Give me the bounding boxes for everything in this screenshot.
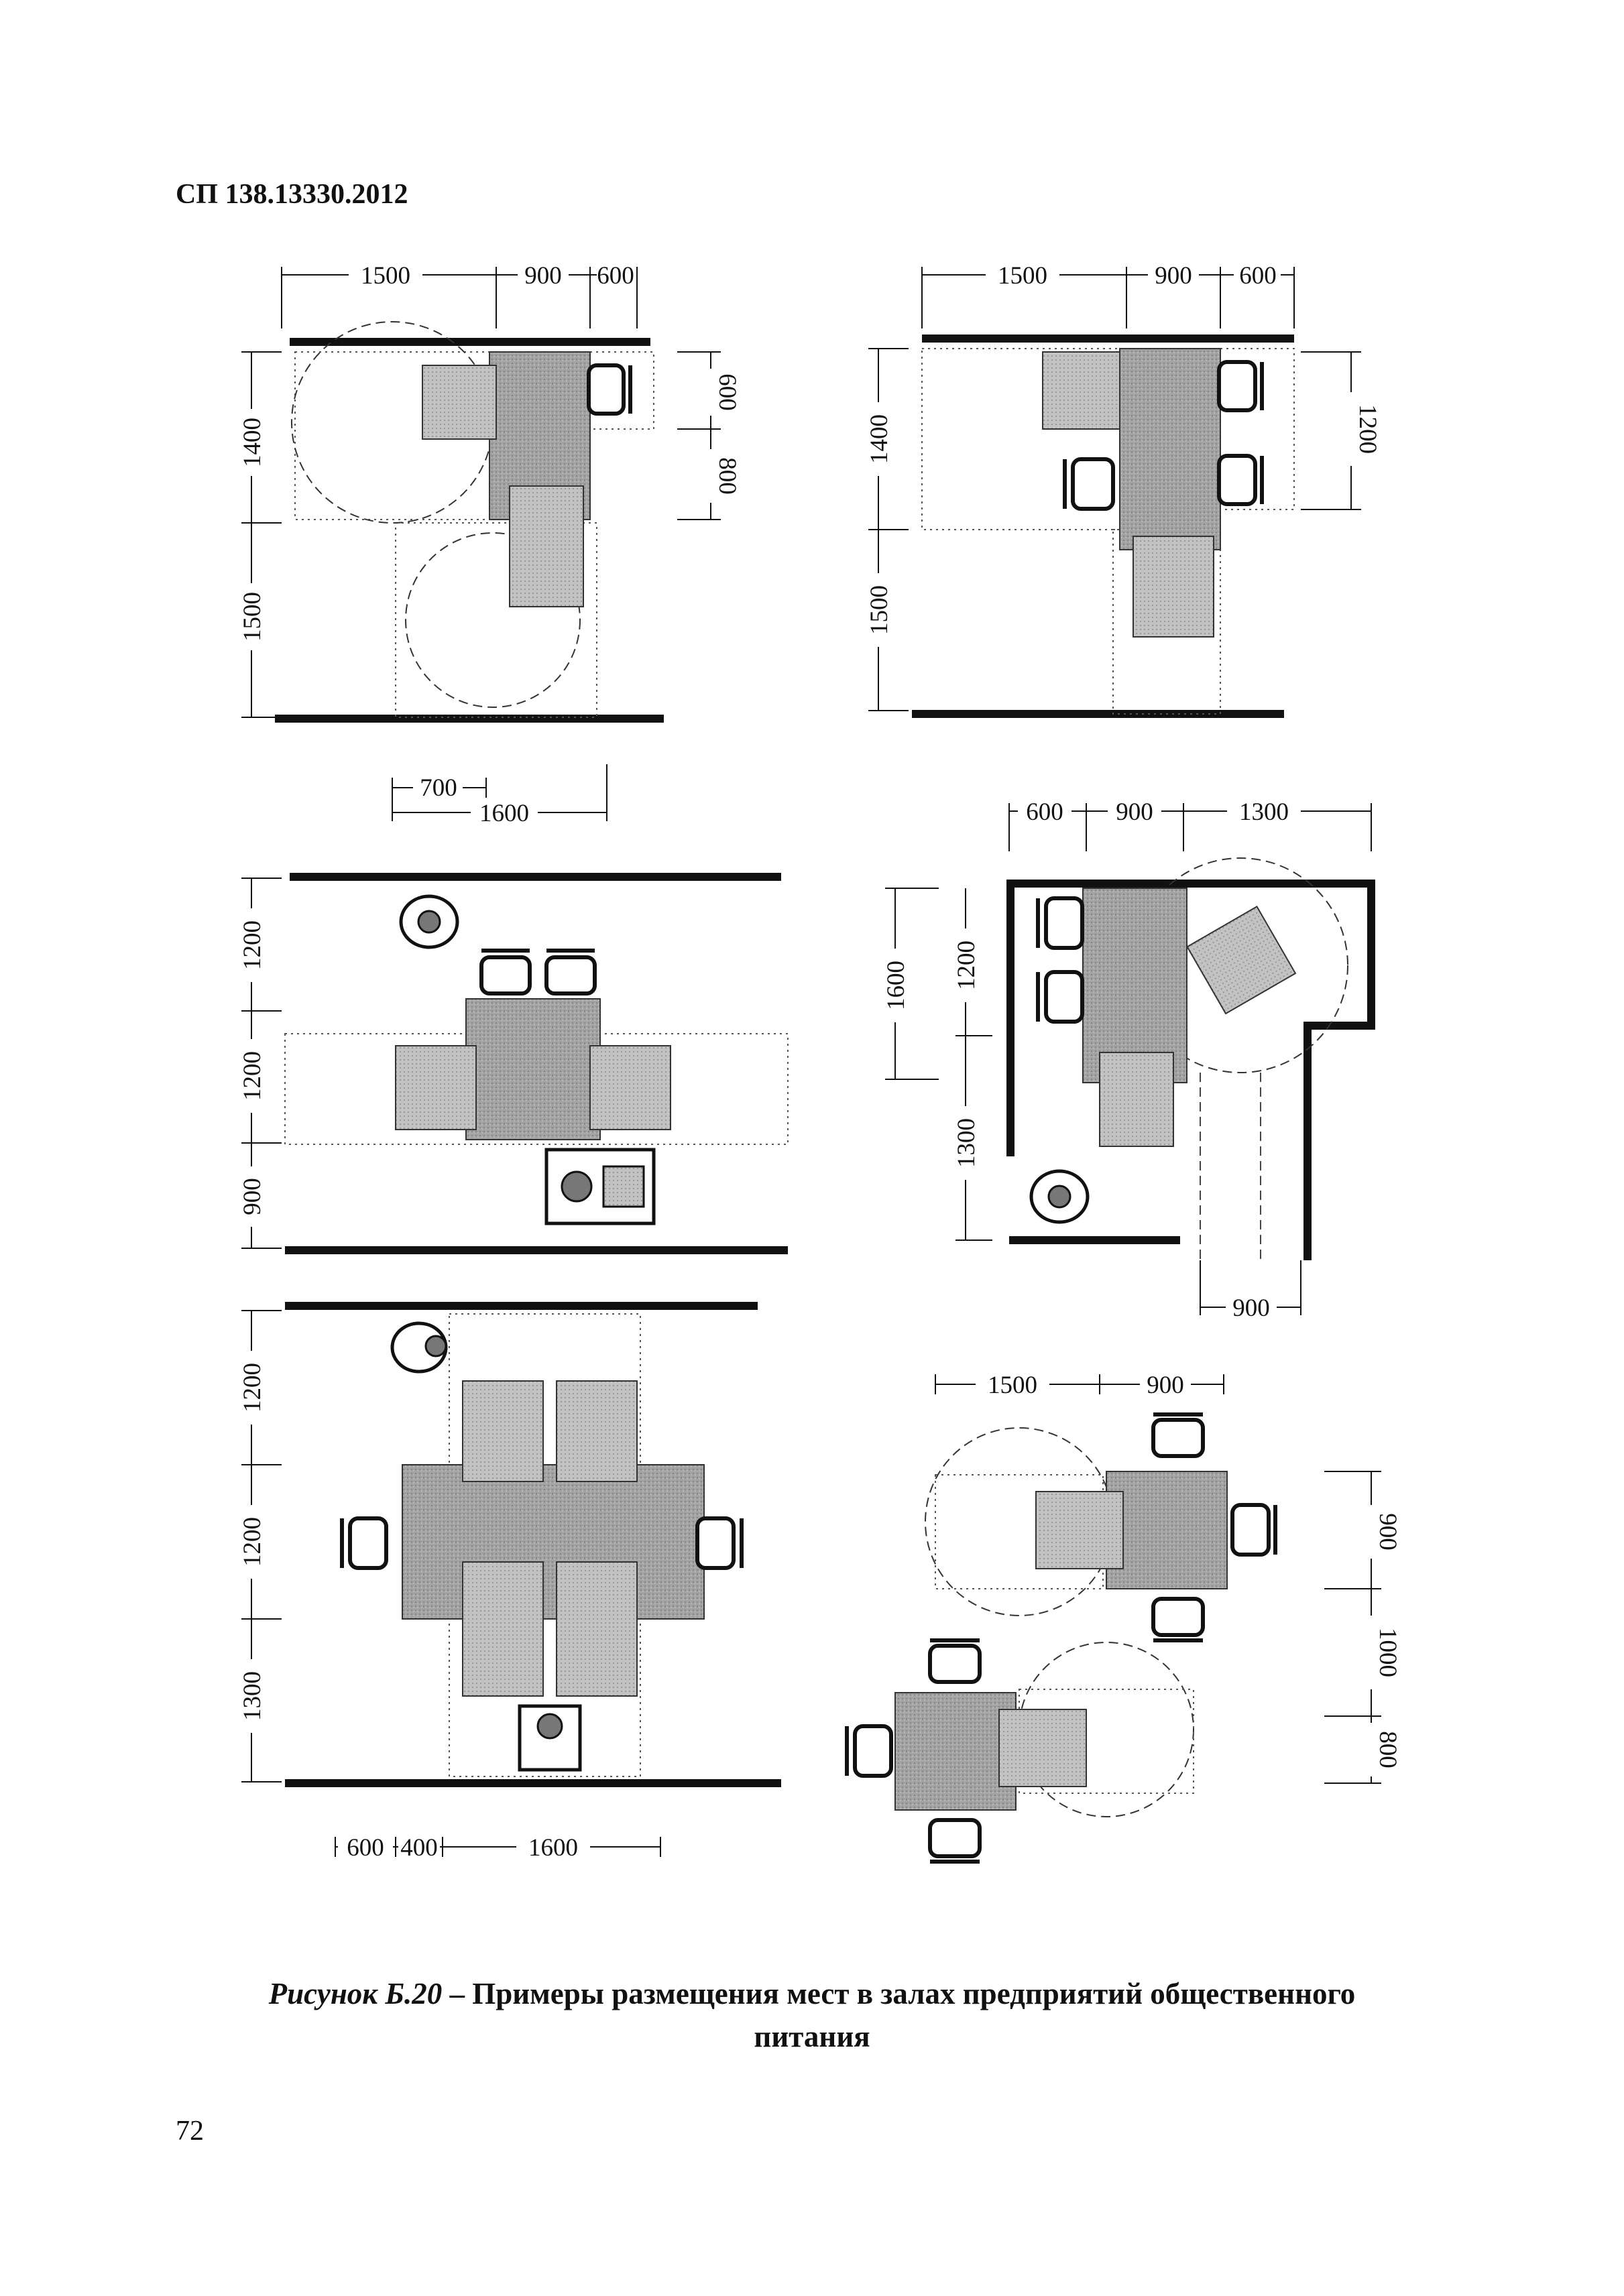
table: [402, 1464, 705, 1620]
person-icon: [1029, 1169, 1090, 1224]
dim-p4-top-900: 900: [1116, 798, 1153, 826]
chair: [1044, 970, 1084, 1024]
panel-3-layout: 1200 1200 900: [238, 873, 789, 1254]
dim-p1-bottom-1600: 1600: [479, 800, 529, 827]
chair: [1151, 1418, 1205, 1458]
dim-p6-top-900: 900: [1147, 1372, 1184, 1399]
dim-p1-top-900: 900: [524, 262, 562, 290]
dim-p2-left-1400: 1400: [866, 414, 893, 464]
panel-4-layout: 600 900 1300 1600 1200 1300 900: [882, 796, 1375, 1322]
chair: [544, 955, 597, 995]
dim-p6-right-900: 900: [1374, 1513, 1401, 1551]
dim-p1-left-1400: 1400: [239, 418, 266, 467]
panel-2-layout: 1500 900 600 1400 1500 1200: [865, 260, 1381, 718]
table: [465, 998, 601, 1140]
person-icon: [390, 1321, 448, 1374]
dim-p1-top-1500: 1500: [361, 262, 410, 290]
panel-1-layout: 1500 900 600 1400 1500 600 800: [238, 260, 741, 827]
caption-text: Примеры размещения мест в залах предприя…: [472, 1977, 1356, 2010]
dim-p5-left-1200-b: 1200: [239, 1517, 266, 1567]
dim-p3-left-1200-a: 1200: [239, 920, 266, 970]
document-code: СП 138.13330.2012: [176, 179, 408, 210]
dim-p1-right-800: 800: [713, 457, 741, 495]
dim-p3-left-1200-b: 1200: [239, 1051, 266, 1101]
caption-text-line2: питания: [754, 2020, 870, 2053]
dim-p2-top-900: 900: [1155, 262, 1192, 290]
chair: [1230, 1503, 1271, 1557]
table: [1106, 1471, 1228, 1589]
dim-p2-left-1500: 1500: [866, 585, 893, 635]
dim-p5-bottom-1600: 1600: [528, 1834, 578, 1862]
table: [894, 1692, 1017, 1811]
dim-p4-bottom-900: 900: [1232, 1294, 1270, 1322]
chair: [1071, 457, 1115, 511]
chair: [479, 955, 532, 995]
dim-p4-left-1300: 1300: [953, 1118, 980, 1168]
caption-dash: –: [442, 1977, 473, 2010]
dim-p2-top-600: 600: [1239, 262, 1277, 290]
dim-p4-left-1200: 1200: [953, 941, 980, 990]
dim-p3-left-900: 900: [239, 1178, 266, 1215]
dim-p5-bottom-400: 400: [400, 1834, 438, 1862]
chair: [1151, 1597, 1205, 1637]
wheelchair: [1035, 1491, 1124, 1569]
dim-p6-top-1500: 1500: [988, 1372, 1037, 1399]
wheelchair: [1133, 536, 1214, 638]
chair: [348, 1516, 388, 1570]
dim-p1-top-600: 600: [597, 262, 634, 290]
wheelchair: [462, 1380, 544, 1482]
dim-p2-right-1200: 1200: [1354, 404, 1381, 454]
wheelchair: [422, 365, 497, 440]
dim-p1-right-600: 600: [713, 373, 741, 411]
wheelchair: [509, 485, 584, 607]
wheelchair: [1042, 351, 1120, 430]
caption-label: Рисунок Б.20: [268, 1977, 443, 2010]
wheelchair: [395, 1045, 477, 1130]
dim-p5-bottom-600: 600: [347, 1834, 384, 1862]
panel-6-layout: 1500 900 900 1000 800: [845, 1370, 1401, 1864]
dim-p5-left-1200-a: 1200: [239, 1363, 266, 1412]
chair: [928, 1644, 982, 1684]
dim-p6-right-1000: 1000: [1374, 1628, 1401, 1677]
person-icon: [399, 894, 459, 949]
wheelchair: [589, 1045, 671, 1130]
wheelchair: [1099, 1052, 1174, 1147]
wheelchair: [556, 1561, 638, 1697]
dim-p1-left-1500: 1500: [239, 592, 266, 642]
dim-p5-left-1300: 1300: [239, 1671, 266, 1721]
table: [1119, 348, 1221, 550]
dim-p4-top-600: 600: [1026, 798, 1063, 826]
chair: [587, 363, 626, 416]
panel-5-layout: 1200 1200 1300 600 400 1600: [238, 1302, 781, 1862]
dim-p1-bottom-700: 700: [420, 774, 457, 802]
chair: [1217, 454, 1257, 506]
page-number: 72: [176, 2116, 204, 2147]
dim-p4-left-1600: 1600: [882, 961, 910, 1010]
dim-p6-right-800: 800: [1374, 1731, 1401, 1768]
chair: [695, 1516, 736, 1570]
wheelchair: [1186, 906, 1297, 1015]
wheelchair: [998, 1709, 1087, 1787]
figure-caption: Рисунок Б.20 – Примеры размещения мест в…: [0, 1972, 1624, 2058]
chair: [1044, 896, 1084, 950]
chair: [1217, 360, 1257, 412]
dim-p2-top-1500: 1500: [998, 262, 1047, 290]
table: [1082, 888, 1187, 1083]
dim-p4-top-1300: 1300: [1239, 798, 1289, 826]
person-in-wheelchair-icon: [518, 1704, 582, 1772]
wheelchair: [462, 1561, 544, 1697]
chair: [853, 1724, 893, 1778]
chair: [928, 1818, 982, 1858]
wheelchair: [556, 1380, 638, 1482]
person-in-wheelchair-icon: [544, 1148, 656, 1225]
